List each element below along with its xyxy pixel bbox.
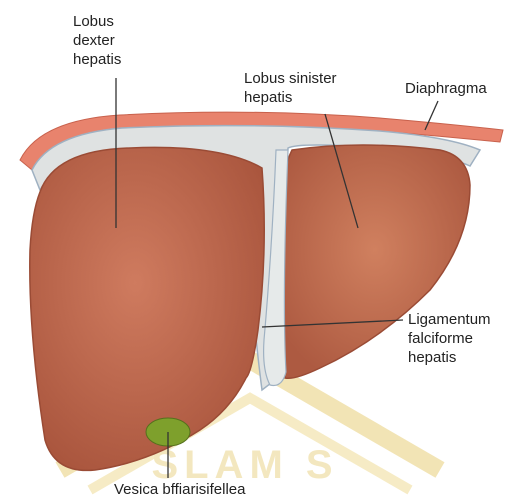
label-lobus-dexter: Lobus dexter hepatis [73, 12, 121, 69]
right-lobe-shape [30, 147, 264, 470]
label-ligamentum-falciforme: Ligamentum falciforme hepatis [408, 310, 491, 367]
label-lobus-sinister: Lobus sinister hepatis [244, 69, 337, 107]
label-diaphragma: Diaphragma [405, 79, 487, 98]
label-vesica: Vesica bffiarisifellea [114, 480, 245, 499]
